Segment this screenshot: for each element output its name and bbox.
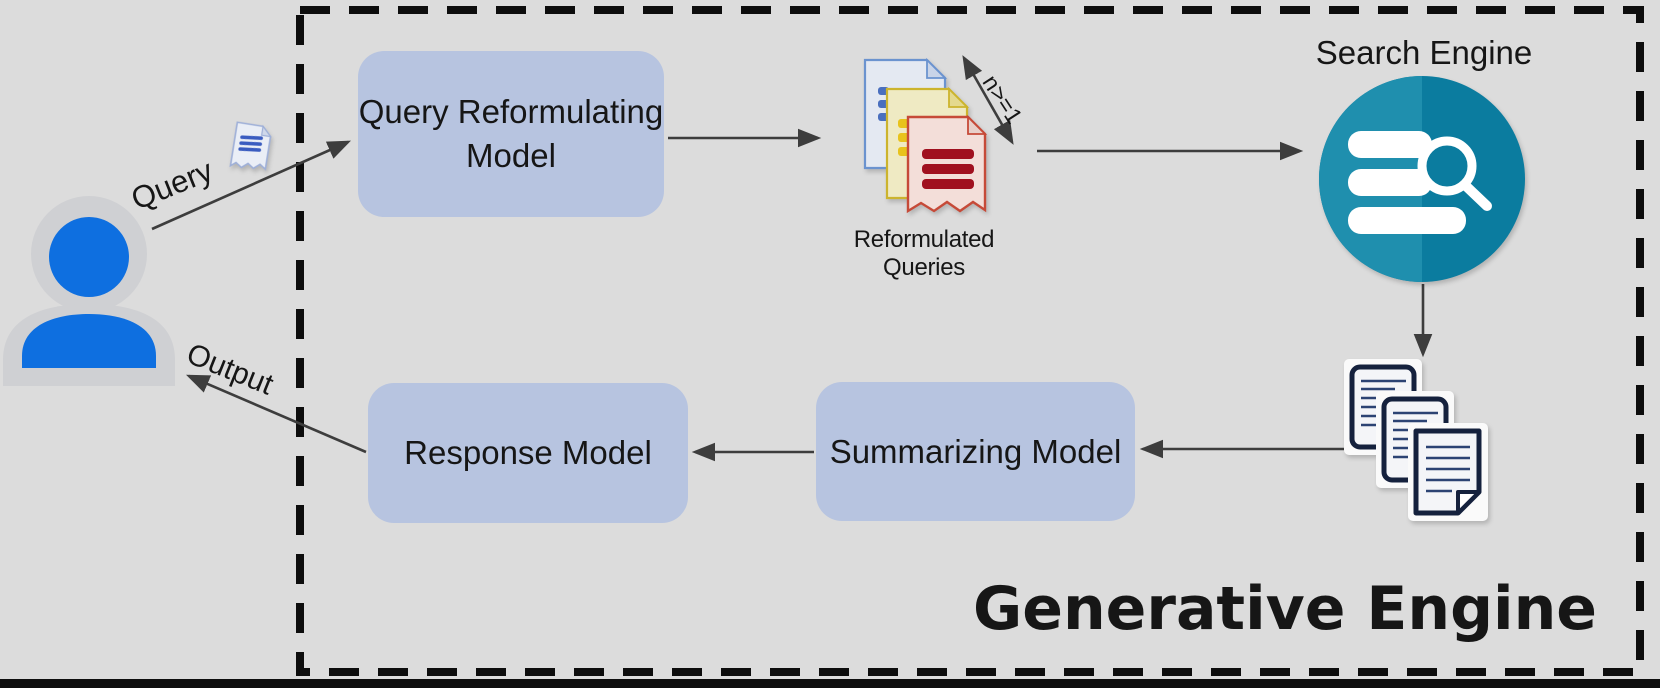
diagram-title: Generative Engine <box>973 574 1597 644</box>
summarizing-model-label: Summarizing Model <box>829 432 1122 470</box>
reformulated-queries-label: Reformulated Queries <box>853 226 995 281</box>
query-reformulating-model-label: Query Reformulating Model <box>358 93 664 174</box>
arrow-user-to-query-model <box>151 140 351 231</box>
reformulated-queries-icon <box>863 57 988 214</box>
search-engine-label: Search Engine <box>1315 34 1533 71</box>
user-body <box>22 314 156 368</box>
magnifier-lens <box>1417 136 1477 196</box>
result-documents-icon <box>1344 359 1488 521</box>
generative-engine-boundary <box>296 6 1644 676</box>
magnifier-handle <box>1461 181 1492 211</box>
bottom-divider-bar <box>0 679 1660 688</box>
user-head <box>49 217 129 297</box>
summarizing-model-box: Summarizing Model <box>816 382 1135 521</box>
arrow-response-model-to-user <box>185 374 367 454</box>
search-engine-icon <box>1319 76 1525 282</box>
user-avatar-icon <box>3 196 175 386</box>
arrow-query-count-range <box>962 55 1014 145</box>
query-note-icon <box>229 121 272 171</box>
response-model-label: Response Model <box>404 434 652 471</box>
response-model-box: Response Model <box>368 383 688 523</box>
query-reformulating-model-box: Query Reformulating Model <box>358 51 664 217</box>
